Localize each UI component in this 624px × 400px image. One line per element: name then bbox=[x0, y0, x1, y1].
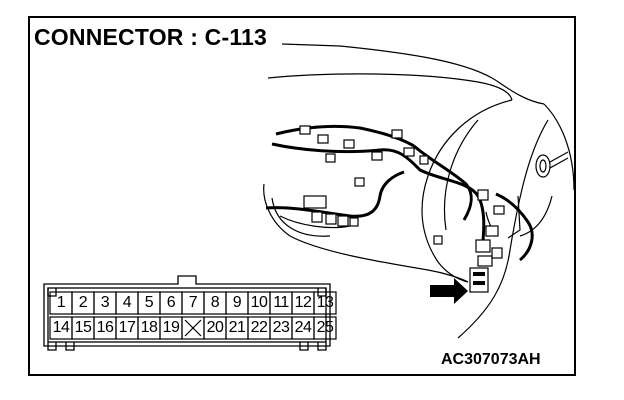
pin-number: 24 bbox=[294, 319, 312, 336]
pin-number: 20 bbox=[206, 319, 224, 336]
dash-lower-curve bbox=[263, 183, 469, 283]
pin-cell bbox=[313, 291, 337, 315]
pin-number: 5 bbox=[144, 294, 154, 311]
harness-upper bbox=[275, 124, 415, 148]
pin-cell bbox=[313, 316, 337, 340]
pin-number: 6 bbox=[166, 294, 176, 311]
pin-number: 18 bbox=[140, 319, 158, 336]
dash-top-curve bbox=[339, 45, 493, 79]
pin-number: 11 bbox=[273, 294, 289, 311]
pin-number: 9 bbox=[232, 294, 242, 311]
title-leader-line bbox=[281, 43, 341, 47]
pin-number: 14 bbox=[52, 319, 70, 336]
pin-number: 13 bbox=[316, 294, 334, 311]
pin-number: 19 bbox=[162, 319, 180, 336]
arrow-right-icon bbox=[430, 278, 468, 304]
pin-number: 15 bbox=[74, 319, 92, 336]
pin-number: 1 bbox=[56, 294, 66, 311]
pin-number: 16 bbox=[96, 319, 114, 336]
empty-pin-cross bbox=[184, 319, 202, 337]
pin-number: 4 bbox=[122, 294, 132, 311]
pin-number: 22 bbox=[250, 319, 268, 336]
pin-number: 23 bbox=[272, 319, 290, 336]
pin-number: 10 bbox=[250, 294, 268, 311]
page-title: CONNECTOR : C-113 bbox=[34, 24, 270, 51]
pin-number: 21 bbox=[228, 319, 246, 336]
pin-number: 8 bbox=[210, 294, 220, 311]
pin-number: 17 bbox=[118, 319, 136, 336]
pin-number: 7 bbox=[188, 294, 198, 311]
figure-code: AC307073AH bbox=[441, 351, 541, 368]
dash-side-curve bbox=[421, 99, 513, 283]
pin-number: 25 bbox=[316, 319, 334, 336]
pin-number: 3 bbox=[100, 294, 110, 311]
pin-number: 2 bbox=[78, 294, 88, 311]
pin-number: 12 bbox=[294, 294, 312, 311]
harness-lower bbox=[265, 170, 405, 218]
connector-c113-location bbox=[469, 267, 489, 293]
